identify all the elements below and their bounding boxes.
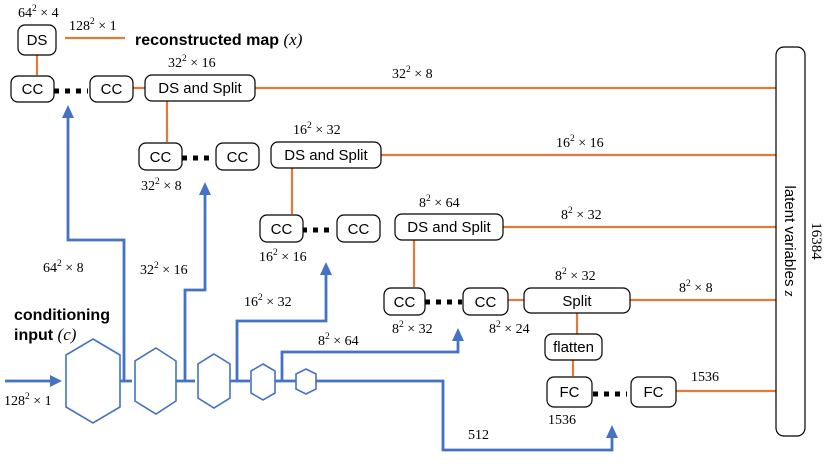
cc-box-4b: CC bbox=[462, 287, 509, 316]
fc-output-dim: 1536 bbox=[691, 370, 719, 385]
cc-box-label: CC bbox=[101, 81, 123, 98]
latent-count: 16384 bbox=[808, 222, 824, 260]
cc-box-4a: CC bbox=[383, 287, 426, 316]
dimension-labels: 642 × 4 1282 × 1 322 × 16 322 × 8 162 × … bbox=[4, 4, 719, 443]
ds-split-label: DS and Split bbox=[407, 219, 491, 236]
reconstructed-map-label: reconstructed map (x) bbox=[135, 30, 303, 49]
orange-connections bbox=[35, 36, 776, 393]
encoder-skip1-dim: 642 × 8 bbox=[43, 259, 84, 276]
cc-box-1b: CC bbox=[89, 75, 134, 103]
level4-out-dim: 82 × 8 bbox=[679, 279, 713, 296]
encoder-block-3 bbox=[197, 353, 231, 409]
level2-cc-dim: 322 × 8 bbox=[141, 177, 182, 194]
blue-connections bbox=[5, 105, 618, 452]
skip-path-5 bbox=[316, 379, 614, 452]
level4-cc2-dim: 82 × 24 bbox=[489, 320, 530, 337]
ds-split-box-1: DS and Split bbox=[144, 74, 256, 102]
ds-input-dim: 642 × 4 bbox=[18, 4, 59, 21]
level1-in-dim: 322 × 16 bbox=[168, 54, 216, 71]
ds-output-dim: 1282 × 1 bbox=[69, 17, 117, 34]
latent-box bbox=[775, 46, 806, 437]
flatten-label: flatten bbox=[553, 339, 594, 356]
flatten-box: flatten bbox=[544, 333, 603, 361]
level2-in-dim: 162 × 32 bbox=[293, 121, 341, 138]
cc-box-2a: CC bbox=[138, 142, 183, 171]
cc-box-label: CC bbox=[150, 149, 172, 166]
encoder-block-5 bbox=[295, 368, 317, 395]
skip-arrowhead-4 bbox=[452, 328, 464, 341]
encoder-block-4 bbox=[250, 363, 276, 401]
skip-path-2 bbox=[183, 195, 207, 381]
fc-below-dim: 1536 bbox=[548, 413, 576, 428]
encoder-skip5-dim: 512 bbox=[468, 428, 489, 443]
ds-box-label: DS bbox=[27, 32, 48, 49]
encoder-skip3-dim: 162 × 32 bbox=[244, 293, 292, 310]
skip-arrowhead-5 bbox=[606, 425, 618, 438]
skip-arrowhead-2 bbox=[199, 182, 211, 195]
ds-split-box-3: DS and Split bbox=[394, 213, 504, 241]
level4-in-dim: 82 × 32 bbox=[555, 267, 596, 284]
encoder-skip2-dim: 322 × 16 bbox=[140, 261, 188, 278]
fc-box-2: FC bbox=[630, 376, 677, 408]
cc-box-2b: CC bbox=[215, 142, 260, 171]
latent-label: latent variables z bbox=[781, 186, 798, 297]
cc-box-3b: CC bbox=[336, 214, 381, 243]
fc-box-label: FC bbox=[644, 384, 664, 401]
encoder-blocks bbox=[65, 338, 317, 424]
skip-arrowhead-3 bbox=[320, 262, 332, 275]
cc-box-3a: CC bbox=[259, 214, 304, 243]
encoder-block-1 bbox=[65, 338, 121, 424]
skip-arrowhead-1 bbox=[62, 105, 74, 118]
level3-cc-dim: 162 × 16 bbox=[259, 248, 307, 265]
skip-path-1 bbox=[66, 118, 126, 381]
level1-out-dim: 322 × 8 bbox=[392, 65, 433, 82]
latent-bar: latent variables z 16384 bbox=[775, 46, 824, 437]
cc-box-label: CC bbox=[394, 294, 416, 311]
ds-box: DS bbox=[17, 24, 57, 56]
cc-box-label: CC bbox=[475, 294, 497, 311]
input-dim: 1282 × 1 bbox=[4, 392, 52, 409]
cc-box-label: CC bbox=[227, 149, 249, 166]
input-arrowhead bbox=[50, 375, 62, 387]
skip-path-4 bbox=[280, 341, 460, 381]
level4-cc-dim: 82 × 32 bbox=[392, 320, 433, 337]
level3-in-dim: 82 × 64 bbox=[419, 194, 460, 211]
ds-split-label: DS and Split bbox=[284, 147, 368, 164]
cc-box-label: CC bbox=[22, 81, 44, 98]
conditioning-label-line1: conditioning bbox=[14, 307, 110, 324]
level3-out-dim: 82 × 32 bbox=[561, 206, 602, 223]
encoder-skip4-dim: 82 × 64 bbox=[318, 332, 359, 349]
encoder-block-2 bbox=[134, 347, 177, 415]
skip-path-3 bbox=[235, 275, 328, 381]
cc-box-label: CC bbox=[348, 221, 370, 238]
split-box: Split bbox=[523, 287, 631, 314]
cc-box-1a: CC bbox=[10, 75, 55, 103]
cc-box-label: CC bbox=[271, 221, 293, 238]
ds-split-box-2: DS and Split bbox=[270, 141, 382, 169]
level2-out-dim: 162 × 16 bbox=[556, 134, 604, 151]
split-label: Split bbox=[562, 293, 592, 310]
conditioning-label-line2: input (c) bbox=[14, 325, 77, 344]
fc-box-label: FC bbox=[560, 384, 580, 401]
fc-box-1: FC bbox=[546, 376, 593, 408]
ds-split-label: DS and Split bbox=[158, 80, 242, 97]
